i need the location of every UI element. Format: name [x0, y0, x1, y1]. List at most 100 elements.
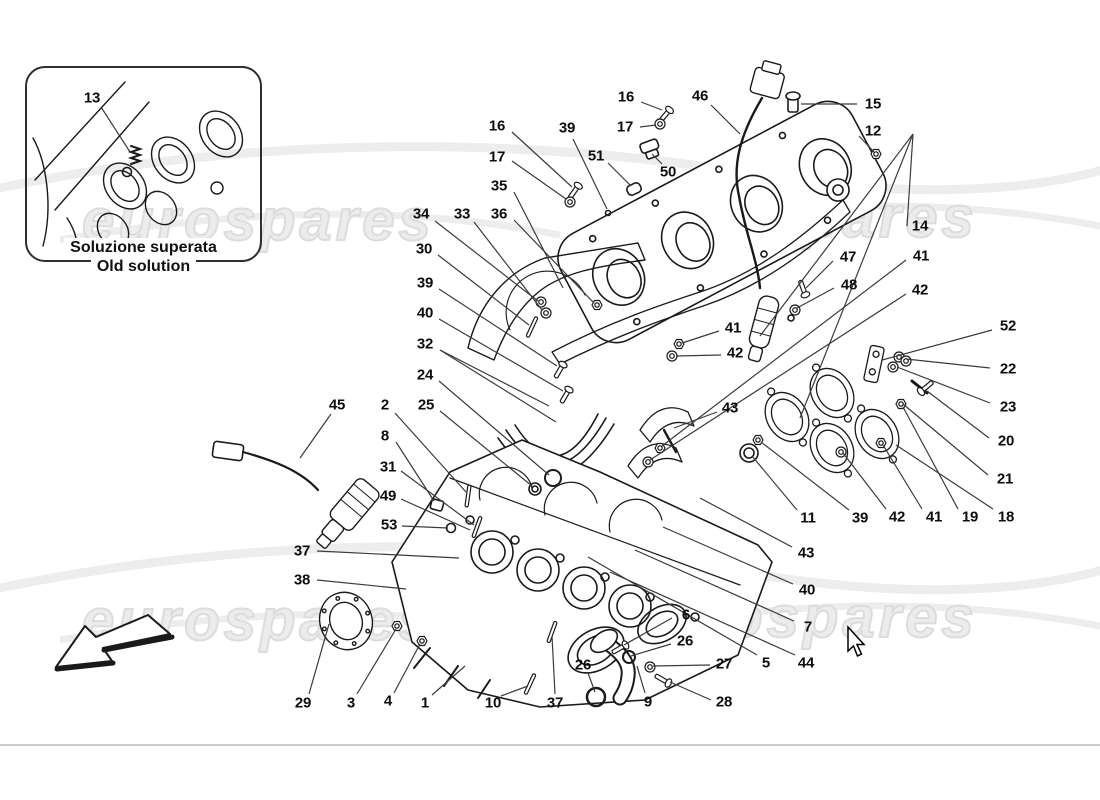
leader-line-31 — [400, 470, 475, 526]
callout-27: 27 — [715, 655, 733, 673]
leader-line-46 — [710, 104, 741, 135]
callout-20: 20 — [997, 432, 1015, 450]
leader-line-40 — [662, 526, 794, 585]
callout-25: 25 — [417, 396, 435, 414]
callout-51: 51 — [587, 147, 605, 165]
leader-line-29 — [308, 623, 330, 695]
leader-line-23 — [896, 366, 991, 404]
callout-39: 39 — [416, 274, 434, 292]
callout-16: 16 — [488, 117, 506, 135]
leader-line-1 — [431, 665, 466, 696]
cover-gasket — [551, 199, 851, 365]
callout-44: 44 — [797, 654, 815, 672]
callout-22: 22 — [999, 360, 1017, 378]
callout-42: 42 — [726, 344, 744, 362]
leader-line-41 — [882, 444, 923, 510]
leader-line-33 — [473, 221, 543, 311]
callout-41: 41 — [912, 247, 930, 265]
bracket — [863, 344, 885, 384]
callout-40: 40 — [798, 581, 816, 599]
leader-line-47 — [805, 260, 834, 289]
leader-line-14 — [799, 133, 914, 419]
sensor — [211, 440, 380, 549]
leader-line-34 — [434, 220, 539, 302]
inset-caption-line1: Soluzione superata — [64, 238, 223, 257]
leader-line-3 — [356, 628, 397, 695]
leader-line-19 — [902, 406, 959, 510]
callout-14: 14 — [911, 217, 929, 235]
inset-caption-line2: Old solution — [90, 257, 197, 276]
callout-26: 26 — [676, 632, 694, 650]
leader-line-7 — [634, 549, 795, 622]
leader-line-41 — [681, 330, 720, 344]
leader-line-26 — [630, 643, 672, 657]
callout-12: 12 — [864, 122, 882, 140]
callout-38: 38 — [293, 571, 311, 589]
cylinder-head — [391, 439, 773, 708]
old-solution-inset: Soluzione superata Old solution — [25, 66, 262, 276]
leader-line-5 — [587, 556, 758, 656]
leader-line-42 — [649, 293, 907, 461]
leader-line-22 — [905, 358, 991, 369]
leader-line-28 — [669, 681, 712, 701]
callout-41: 41 — [925, 508, 943, 526]
callout-31: 31 — [379, 458, 397, 476]
callout-24: 24 — [416, 366, 434, 384]
leader-line-45 — [299, 413, 332, 459]
leader-line-16 — [511, 131, 573, 188]
leader-line-40 — [438, 318, 564, 392]
ignition-cable — [735, 60, 785, 363]
callout-46: 46 — [691, 87, 709, 105]
callout-42: 42 — [888, 508, 906, 526]
leader-line-41 — [661, 259, 907, 447]
leader-line-39 — [760, 441, 850, 511]
callout-10: 10 — [484, 694, 502, 712]
leader-line-17 — [511, 160, 567, 200]
callout-28: 28 — [715, 693, 733, 711]
leader-line-32 — [439, 349, 557, 423]
leader-line-2 — [394, 412, 467, 493]
callout-45: 45 — [328, 396, 346, 414]
leader-line-13 — [100, 106, 131, 153]
leader-line-6 — [623, 617, 673, 646]
leader-line-50 — [651, 153, 663, 165]
leader-line-52 — [881, 329, 993, 361]
callout-36: 36 — [490, 205, 508, 223]
callout-48: 48 — [840, 276, 858, 294]
leader-line-14 — [759, 133, 914, 337]
leader-line-39 — [572, 138, 608, 210]
callout-41: 41 — [724, 319, 742, 337]
spring-part-13 — [127, 145, 144, 165]
callout-43: 43 — [797, 544, 815, 562]
callout-47: 47 — [839, 248, 857, 266]
direction-arrow — [54, 614, 175, 672]
manifold-gaskets — [764, 363, 900, 478]
callout-18: 18 — [997, 508, 1015, 526]
callout-11: 11 — [800, 509, 816, 527]
leader-line-12 — [858, 135, 875, 153]
leader-line-35 — [513, 191, 564, 289]
callout-26: 26 — [574, 656, 592, 674]
callout-9: 9 — [643, 693, 653, 711]
bottom-divider — [0, 744, 1100, 746]
leader-line-20 — [926, 390, 990, 439]
callout-29: 29 — [294, 694, 312, 712]
leader-line-21 — [902, 403, 989, 476]
leader-line-30 — [437, 254, 530, 326]
callout-7: 7 — [803, 618, 813, 636]
leader-line-10 — [500, 685, 529, 697]
callout-17: 17 — [488, 148, 506, 166]
callout-30: 30 — [415, 240, 433, 258]
leader-line-37 — [316, 550, 460, 559]
callout-2: 2 — [380, 396, 390, 414]
leader-line-24 — [438, 380, 550, 476]
leader-line-44 — [609, 571, 796, 656]
callout-37: 37 — [293, 542, 311, 560]
leader-line-42 — [675, 354, 722, 357]
callout-33: 33 — [453, 205, 471, 223]
leader-line-39 — [438, 288, 558, 367]
callout-52: 52 — [999, 317, 1017, 335]
callout-19: 19 — [961, 508, 979, 526]
